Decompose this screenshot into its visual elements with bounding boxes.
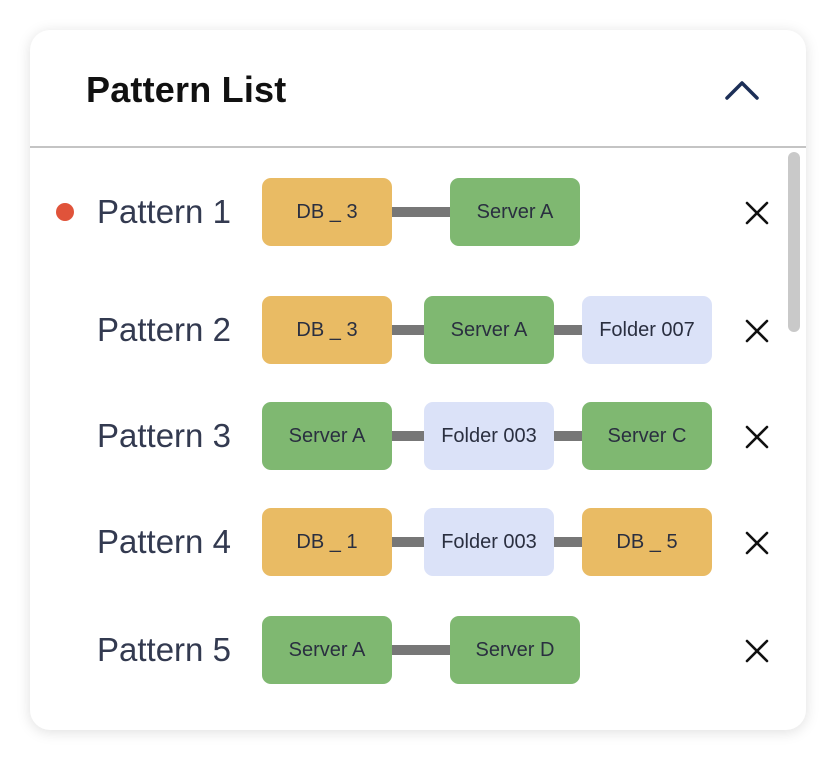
pattern-label: Pattern 5 (97, 631, 231, 668)
remove-pattern-button[interactable] (742, 422, 772, 452)
node-connector (392, 325, 424, 335)
pattern-row[interactable]: Pattern 5 Server A Server D (30, 616, 780, 684)
folder-node[interactable]: Folder 003 (424, 402, 554, 470)
server-node[interactable]: Server C (582, 402, 712, 470)
pattern-row[interactable]: Pattern 2 DB _ 3 Server A Folder 007 (30, 296, 780, 364)
pattern-list: Pattern 1 DB _ 3 Server A Pattern 2 DB _ 3 Se… (30, 148, 806, 730)
pattern-label: Pattern 4 (97, 523, 231, 560)
collapse-button[interactable] (720, 70, 764, 110)
folder-node[interactable]: Folder 003 (424, 508, 554, 576)
remove-pattern-button[interactable] (742, 636, 772, 666)
node-connector (392, 645, 450, 655)
close-icon (745, 201, 769, 225)
close-icon (745, 319, 769, 343)
server-node[interactable]: Server A (424, 296, 554, 364)
db-node[interactable]: DB _ 1 (262, 508, 392, 576)
db-node[interactable]: DB _ 3 (262, 178, 392, 246)
db-node[interactable]: DB _ 5 (582, 508, 712, 576)
node-connector (392, 207, 450, 217)
server-node[interactable]: Server A (262, 402, 392, 470)
node-connector (554, 431, 582, 441)
pattern-row[interactable]: Pattern 1 DB _ 3 Server A (30, 178, 780, 246)
pattern-row[interactable]: Pattern 3 Server A Folder 003 Server C (30, 402, 780, 470)
server-node[interactable]: Server A (450, 178, 580, 246)
server-node[interactable]: Server A (262, 616, 392, 684)
pattern-label: Pattern 3 (97, 417, 231, 454)
db-node[interactable]: DB _ 3 (262, 296, 392, 364)
panel-title: Pattern List (86, 69, 287, 110)
scrollbar-thumb[interactable] (788, 152, 800, 332)
pattern-label: Pattern 2 (97, 311, 231, 348)
node-connector (554, 325, 582, 335)
pattern-row[interactable]: Pattern 4 DB _ 1 Folder 003 DB _ 5 (30, 508, 780, 576)
folder-node[interactable]: Folder 007 (582, 296, 712, 364)
close-icon (745, 425, 769, 449)
node-connector (392, 537, 424, 547)
remove-pattern-button[interactable] (742, 198, 772, 228)
remove-pattern-button[interactable] (742, 528, 772, 558)
active-indicator-dot (56, 203, 74, 221)
node-connector (554, 537, 582, 547)
close-icon (745, 639, 769, 663)
server-node[interactable]: Server D (450, 616, 580, 684)
chevron-up-icon (725, 81, 759, 100)
pattern-label: Pattern 1 (97, 193, 231, 230)
remove-pattern-button[interactable] (742, 316, 772, 346)
panel-header: Pattern List (30, 30, 806, 148)
node-connector (392, 431, 424, 441)
close-icon (745, 531, 769, 555)
